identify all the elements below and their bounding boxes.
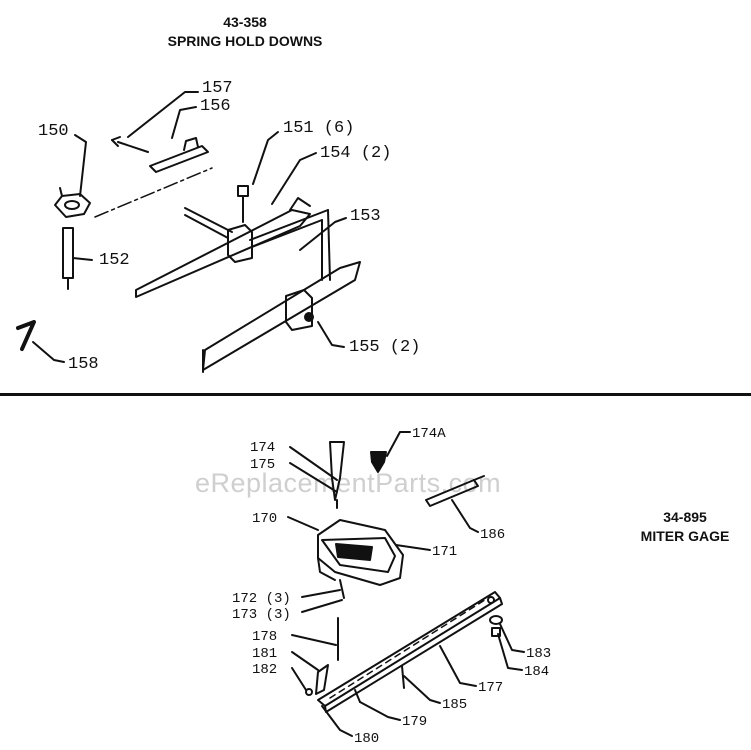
- callout-175: 175: [250, 457, 276, 473]
- callout-182: 182: [252, 662, 278, 678]
- part-block-upper: [227, 224, 253, 263]
- callout-158: 158: [68, 355, 99, 374]
- callout-153: 153: [350, 207, 381, 226]
- callout-172: 172 (3): [232, 591, 291, 607]
- callout-150: 150: [38, 122, 69, 141]
- part-153-rod: [184, 207, 331, 281]
- callout-178: 178: [252, 629, 278, 645]
- callout-179: 179: [402, 714, 428, 730]
- part-177-bar: [317, 591, 503, 713]
- callout-171: 171: [432, 544, 458, 560]
- hold-downs-model-number: 43-358: [223, 14, 267, 30]
- part-179-screw: [354, 689, 361, 703]
- callout-183: 183: [526, 646, 552, 662]
- part-181-stop: [315, 664, 329, 695]
- part-174a-knob: [370, 451, 387, 473]
- part-154-spring-upper: [135, 209, 311, 298]
- callout-170: 170: [252, 511, 278, 527]
- part-151-knob: [237, 185, 249, 223]
- part-150-bracket: [54, 187, 91, 218]
- callout-155: 155 (2): [349, 338, 421, 357]
- callout-174a: 174A: [412, 426, 446, 442]
- callout-152: 152: [99, 251, 130, 270]
- part-152-post: [62, 227, 74, 290]
- part-155-screw: [304, 312, 314, 322]
- callout-185: 185: [442, 697, 468, 713]
- part-183-washer: [489, 615, 503, 625]
- hold-downs-title: 43-358 SPRING HOLD DOWNS: [135, 13, 355, 51]
- miter-gage-title: 34-895 MITER GAGE: [620, 508, 750, 546]
- part-185-screw: [401, 665, 405, 689]
- callout-184: 184: [524, 664, 550, 680]
- part-157-screw: [111, 136, 149, 153]
- hold-downs-name: SPRING HOLD DOWNS: [167, 33, 323, 49]
- callout-173: 173 (3): [232, 607, 291, 623]
- part-block-lower: [285, 289, 313, 331]
- callout-157: 157: [202, 79, 233, 98]
- part-156-clamp: [149, 137, 209, 173]
- callout-177: 177: [478, 680, 504, 696]
- part-186-pin: [425, 475, 485, 507]
- callout-174: 174: [250, 440, 276, 456]
- callout-154: 154 (2): [320, 144, 392, 163]
- part-170-gage-body: [317, 519, 404, 586]
- part-158-hex-key: [16, 320, 36, 351]
- callout-181: 181: [252, 646, 278, 662]
- miter-gage-name: MITER GAGE: [640, 528, 730, 544]
- callout-151: 151 (6): [283, 119, 355, 138]
- part-174-handle: [329, 441, 345, 509]
- callout-156: 156: [200, 97, 231, 116]
- callout-180: 180: [354, 731, 380, 747]
- section-divider: [0, 393, 751, 396]
- part-184-screw: [491, 627, 501, 637]
- miter-gage-model-number: 34-895: [663, 509, 707, 525]
- part-154-spring-lower: [202, 261, 361, 371]
- watermark: eReplacementParts.com: [195, 468, 502, 498]
- callout-186: 186: [480, 527, 506, 543]
